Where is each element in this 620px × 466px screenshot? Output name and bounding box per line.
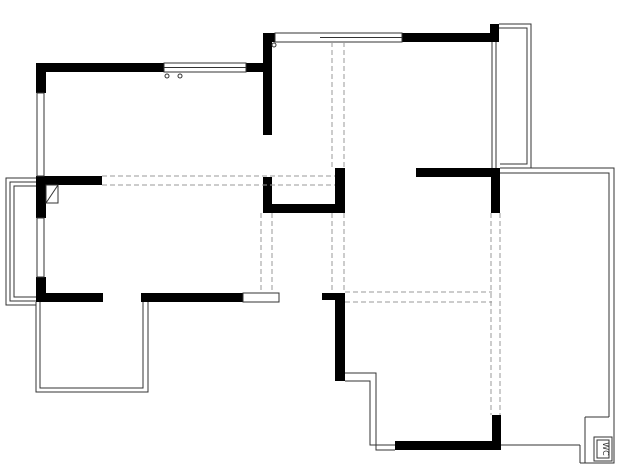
wall bbox=[263, 40, 272, 135]
wall bbox=[36, 277, 46, 302]
wall bbox=[492, 415, 501, 450]
wall bbox=[36, 176, 102, 185]
bay-window bbox=[5, 177, 36, 306]
wall bbox=[36, 63, 46, 93]
balcony bbox=[345, 372, 395, 451]
outlet-icon bbox=[164, 73, 170, 79]
wall bbox=[263, 204, 345, 213]
wall bbox=[246, 63, 272, 72]
wall bbox=[36, 176, 46, 218]
wall bbox=[141, 293, 243, 302]
wall bbox=[263, 177, 272, 213]
wc-label: WC bbox=[601, 442, 610, 456]
structural-walls bbox=[36, 24, 501, 450]
thin-outlines bbox=[5, 23, 615, 464]
balcony bbox=[35, 302, 149, 393]
outlet-icon bbox=[177, 73, 183, 79]
balcony bbox=[499, 23, 532, 169]
dashed-beams bbox=[102, 42, 501, 415]
wall bbox=[322, 293, 343, 300]
wall bbox=[263, 33, 275, 42]
wall bbox=[36, 63, 164, 72]
window bbox=[36, 92, 45, 177]
window bbox=[242, 292, 280, 303]
wall bbox=[395, 441, 501, 450]
wall bbox=[416, 168, 500, 177]
window bbox=[36, 217, 45, 278]
wall bbox=[491, 168, 500, 213]
wall bbox=[335, 168, 345, 213]
wall bbox=[36, 293, 103, 302]
balcony bbox=[500, 167, 615, 464]
wall bbox=[335, 293, 345, 381]
outlet-icon bbox=[271, 42, 277, 48]
wc-fixture: WC bbox=[593, 436, 613, 462]
wall bbox=[490, 24, 499, 42]
fixtures bbox=[45, 42, 277, 204]
wall bbox=[402, 33, 498, 42]
